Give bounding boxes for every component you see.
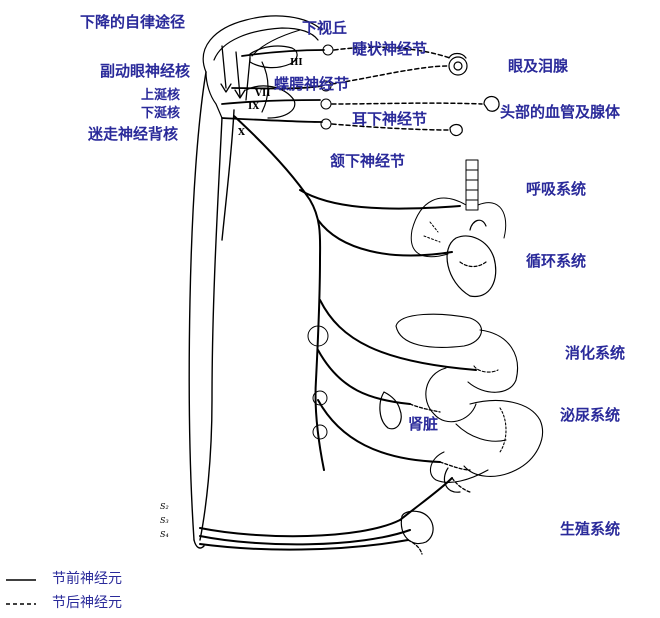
cranial-nerve-10-numeral: X xyxy=(238,128,245,138)
eye-organ xyxy=(448,52,468,76)
accessory-oculomotor-nucleus-label: 副动眼神经核 xyxy=(100,62,191,80)
otic-ganglion-label: 耳下神经节 xyxy=(352,110,428,128)
pterygopalatine-ganglion-label: 蝶腭神经节 xyxy=(274,75,350,93)
spinal-cord xyxy=(188,71,235,549)
respiratory-system-label: 呼吸系统 xyxy=(526,180,587,198)
cranial-nerve-3-numeral: III xyxy=(290,58,303,68)
legend-postganglionic-label: 节后神经元 xyxy=(52,595,122,611)
heart-organ xyxy=(446,219,497,298)
hypothalamus-pointer xyxy=(251,29,301,57)
reproductive-system-label: 生殖系统 xyxy=(560,520,621,538)
dorsal-vagal-nucleus-label: 迷走神经背核 xyxy=(88,125,179,143)
visceral-postganglionic-fibers xyxy=(407,403,471,555)
sacral-s2-label: S₂ xyxy=(160,502,169,511)
eye-lacrimal-gland-label: 眼及泪腺 xyxy=(508,57,569,75)
sacral-s4-label: S₄ xyxy=(160,530,169,539)
sacral-s3-label: S₃ xyxy=(160,516,169,525)
vagus-nerve xyxy=(233,115,477,471)
kidney-organ xyxy=(379,391,402,430)
chain-ganglia xyxy=(307,325,329,440)
submandibular-ganglion-label: 颔下神经节 xyxy=(330,152,406,170)
cranial-ganglia xyxy=(320,44,334,130)
head-gland-organ xyxy=(449,95,500,137)
digestive-system-label: 消化系统 xyxy=(565,344,626,362)
descending-pathway-arrows xyxy=(220,45,251,101)
kidney-label: 肾脏 xyxy=(408,415,439,433)
hypothalamus-label: 下视丘 xyxy=(302,19,348,37)
superior-salivatory-nucleus-label: 上涎核 xyxy=(141,88,181,103)
circulatory-system-label: 循环系统 xyxy=(526,252,587,270)
cranial-postganglionic-fibers xyxy=(331,46,483,131)
urinary-system-label: 泌尿系统 xyxy=(560,406,621,424)
legend-preganglionic-label: 节前神经元 xyxy=(52,571,122,587)
head-vessels-glands-label: 头部的血管及腺体 xyxy=(500,103,621,121)
cranial-preganglionic-fibers xyxy=(221,49,325,123)
descending-pathway-label: 下降的自律途径 xyxy=(80,13,186,31)
legend-lines xyxy=(6,579,36,605)
cranial-nerve-7-numeral: VII xyxy=(255,89,271,99)
inferior-salivatory-nucleus-label: 下涎核 xyxy=(141,106,181,121)
sacral-preganglionic-fibers xyxy=(199,477,453,551)
cranial-nerve-9-numeral: IX xyxy=(248,102,260,112)
pelvic-organs xyxy=(400,467,461,545)
ciliary-ganglion-label: 睫状神经节 xyxy=(352,40,428,58)
digestive-organs xyxy=(395,313,544,483)
lungs-trachea-organ xyxy=(410,159,507,258)
